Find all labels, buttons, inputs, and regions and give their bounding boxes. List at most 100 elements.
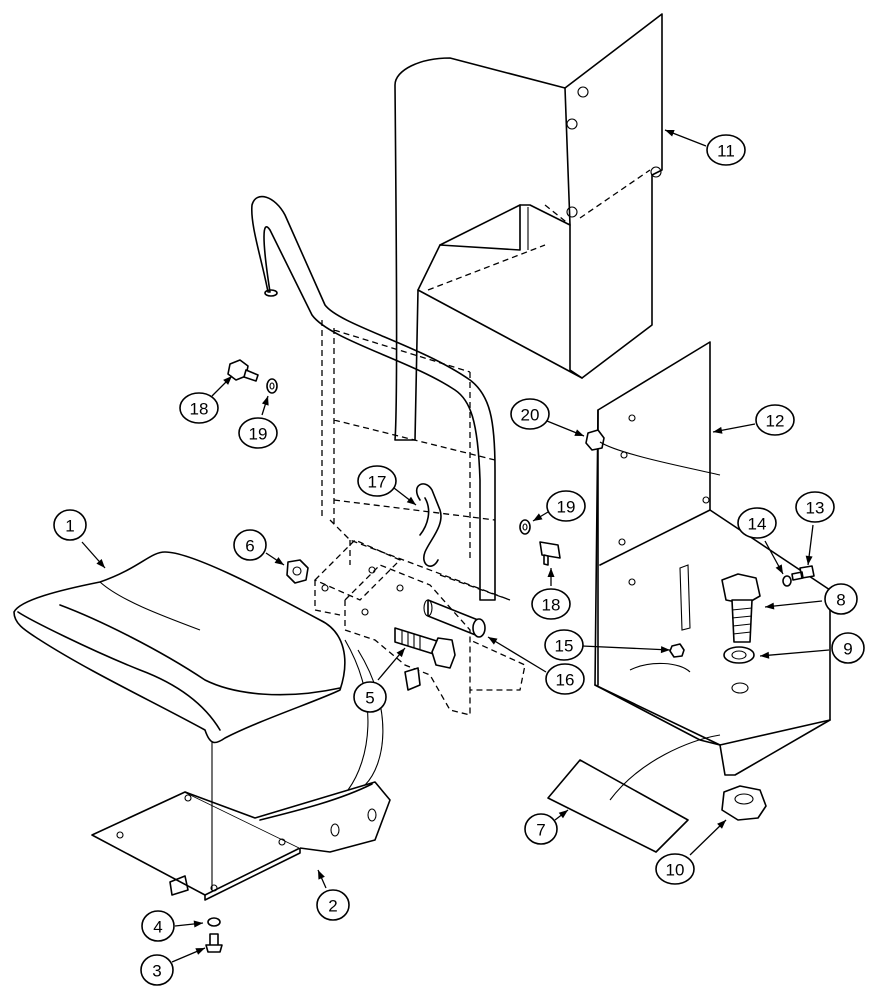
callout-circle <box>53 509 87 541</box>
callout-circle <box>755 404 795 436</box>
leader-lines <box>81 129 830 963</box>
callout-label: 2 <box>328 897 337 916</box>
callout-circle <box>357 465 397 497</box>
nut-part-20 <box>585 429 721 476</box>
leader-arrowhead-c20 <box>574 429 584 436</box>
callout-c2: 2 <box>316 889 350 921</box>
leader-arrowhead-c2 <box>318 870 325 880</box>
leader-arrowhead-c19b <box>533 513 543 521</box>
upper-shield-part <box>394 13 663 441</box>
callout-circle <box>655 853 695 885</box>
leader-arrowhead-c11 <box>665 130 675 137</box>
callout-c18b: 18 <box>531 588 571 620</box>
leader-arrowhead-c4 <box>193 920 203 928</box>
callout-c19b: 19 <box>546 490 586 522</box>
seat-mount-part-2 <box>91 781 391 901</box>
screw-part-13 <box>791 565 815 581</box>
clevis-pin-part <box>423 599 486 638</box>
nut-part-15 <box>669 643 685 658</box>
leader-arrowhead-c15 <box>660 646 670 654</box>
leader-arrowhead-c9 <box>760 651 770 659</box>
callout-label: 8 <box>836 591 845 610</box>
callout-label: 6 <box>245 537 254 556</box>
callout-circle <box>316 889 350 921</box>
callout-label: 19 <box>557 498 576 517</box>
callout-label: 17 <box>368 473 387 492</box>
callout-label: 13 <box>806 499 825 518</box>
callout-circle <box>706 134 746 166</box>
grab-handle-part <box>251 195 511 601</box>
callout-label: 4 <box>153 918 162 937</box>
washer-part-4 <box>207 917 221 927</box>
callout-label: 5 <box>365 689 374 708</box>
callout-circle <box>795 491 835 523</box>
callout-circle <box>233 529 267 561</box>
mount-bracket-part <box>313 539 526 716</box>
nut-part-6 <box>286 559 309 584</box>
callout-c13: 13 <box>795 491 835 523</box>
leader-arrowhead-c3 <box>195 948 205 955</box>
leader-line-c15 <box>581 645 671 651</box>
screw-part-3 <box>205 933 223 953</box>
callout-circle <box>179 392 219 424</box>
callout-c20: 20 <box>510 398 550 430</box>
leader-line-c8 <box>764 600 823 608</box>
callout-circle <box>546 490 586 522</box>
callout-c16: 16 <box>545 663 585 695</box>
callout-circle <box>531 588 571 620</box>
guide-arc <box>609 734 721 801</box>
callout-c12: 12 <box>755 404 795 436</box>
decal-part-7 <box>547 759 689 853</box>
callout-circle <box>831 632 865 664</box>
callout-label: 12 <box>766 412 785 431</box>
leader-arrowhead-c1 <box>96 558 105 568</box>
callout-circle <box>824 583 858 615</box>
callout-circle <box>737 507 777 539</box>
callout-c9: 9 <box>831 632 865 664</box>
callout-circle <box>238 417 278 449</box>
washer-part-14 <box>782 575 792 587</box>
leader-arrowhead-c12 <box>713 426 723 434</box>
callout-c8: 8 <box>824 583 858 615</box>
callout-c7: 7 <box>524 813 558 845</box>
callout-c3: 3 <box>140 954 174 986</box>
callout-c19a: 19 <box>238 417 278 449</box>
callout-label: 14 <box>748 515 767 534</box>
callout-label: 10 <box>666 861 685 880</box>
lower-shield-part <box>594 341 831 776</box>
bolt-part-8 <box>721 573 761 643</box>
callout-c17: 17 <box>357 465 397 497</box>
cap-screw-18-lower <box>539 541 561 566</box>
callout-c11: 11 <box>706 134 746 166</box>
callout-circle <box>544 629 584 661</box>
callout-label: 3 <box>152 962 161 981</box>
callout-circle <box>353 681 387 713</box>
callout-c15: 15 <box>544 629 584 661</box>
leader-arrowhead-c6 <box>274 557 284 565</box>
callout-label: 11 <box>717 142 735 161</box>
callout-circle <box>524 813 558 845</box>
callout-circle <box>140 954 174 986</box>
callout-label: 16 <box>556 671 575 690</box>
cap-screw-18-upper <box>227 359 259 382</box>
callout-circle <box>510 398 550 430</box>
washer-19-upper <box>266 378 278 394</box>
leader-arrowhead-c14 <box>775 564 783 574</box>
leader-arrowhead-c19a <box>261 396 269 406</box>
callout-c5: 5 <box>353 681 387 713</box>
leader-arrowhead-c8 <box>765 602 775 610</box>
callout-c14: 14 <box>737 507 777 539</box>
leader-arrowhead-c5 <box>396 648 405 658</box>
callout-label: 1 <box>65 517 74 536</box>
washer-part-9 <box>723 646 755 694</box>
leader-arrowhead-c18a <box>223 376 232 385</box>
hair-pin-part <box>415 483 442 567</box>
leader-line-c9 <box>759 649 830 657</box>
leader-arrowhead-c16 <box>488 637 498 645</box>
callout-label: 18 <box>190 400 209 419</box>
callout-circle <box>141 910 175 942</box>
callout-label: 7 <box>536 821 545 840</box>
washer-19-lower <box>519 519 531 535</box>
